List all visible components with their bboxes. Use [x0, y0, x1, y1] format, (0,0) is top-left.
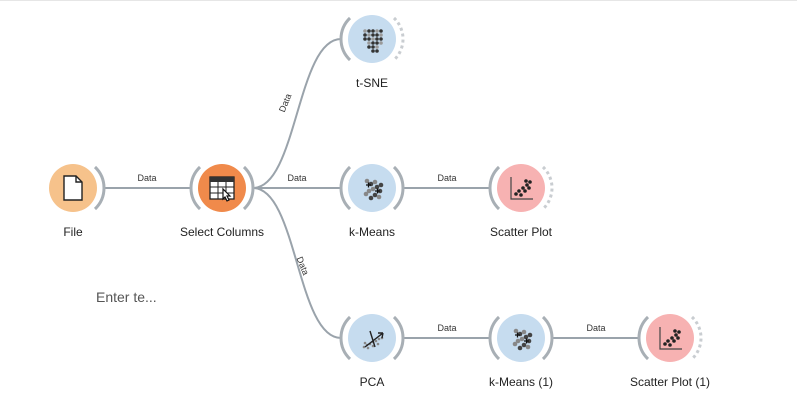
node-file[interactable]: [38, 153, 108, 223]
link-label: Data: [437, 173, 456, 183]
text-annotation[interactable]: Enter te...: [96, 289, 157, 305]
link-label: Data: [137, 173, 156, 183]
node-label: k-Means: [348, 225, 395, 239]
scatter-plot-icon: [659, 327, 682, 350]
output-channel-arc[interactable]: [541, 315, 554, 361]
input-channel-arc[interactable]: [339, 165, 352, 211]
output-channel-arc[interactable]: [93, 165, 106, 211]
node-body[interactable]: [646, 314, 694, 362]
node-label: Scatter Plot: [489, 225, 553, 239]
link-label: Data: [287, 173, 306, 183]
node-pca[interactable]: [337, 303, 407, 373]
input-channel-arc[interactable]: [339, 16, 352, 62]
node-body[interactable]: [497, 164, 545, 212]
output-channel-arc[interactable]: [392, 315, 405, 361]
link-label: Data: [277, 92, 293, 113]
link-select-columns-to-pca[interactable]: [252, 187, 342, 339]
node-label: Scatter Plot (1): [629, 375, 711, 389]
kmeans-icon: [512, 328, 533, 351]
output-channel-arc[interactable]: [392, 165, 405, 211]
node-select-columns[interactable]: [187, 153, 257, 223]
input-channel-arc[interactable]: [488, 165, 501, 211]
input-channel-arc[interactable]: [488, 315, 501, 361]
input-channel-arc[interactable]: [637, 315, 650, 361]
node-label: PCA: [359, 375, 385, 389]
node-tsne[interactable]: [337, 4, 407, 74]
file-icon: [63, 175, 83, 201]
tsne-icon: [363, 29, 383, 53]
node-label: t-SNE: [355, 76, 388, 90]
node-label: Select Columns: [179, 225, 265, 239]
node-label: File: [63, 225, 83, 239]
node-kmeans[interactable]: [337, 153, 407, 223]
node-kmeans1[interactable]: [486, 303, 556, 373]
link-label: Data: [586, 323, 605, 333]
scatter-plot-icon: [510, 177, 533, 200]
input-channel-arc[interactable]: [339, 315, 352, 361]
link-label: Data: [437, 323, 456, 333]
link-select-columns-to-tsne[interactable]: [252, 38, 342, 189]
node-label: k-Means (1): [488, 375, 553, 389]
node-scatter[interactable]: [486, 153, 556, 223]
output-channel-arc[interactable]: [242, 165, 255, 211]
table-select-icon: [209, 176, 235, 202]
node-scatter1[interactable]: [635, 303, 705, 373]
input-channel-arc[interactable]: [189, 165, 202, 211]
kmeans-icon: [363, 178, 384, 201]
canvas-top-border: [0, 0, 797, 1]
pca-icon: [362, 330, 384, 350]
